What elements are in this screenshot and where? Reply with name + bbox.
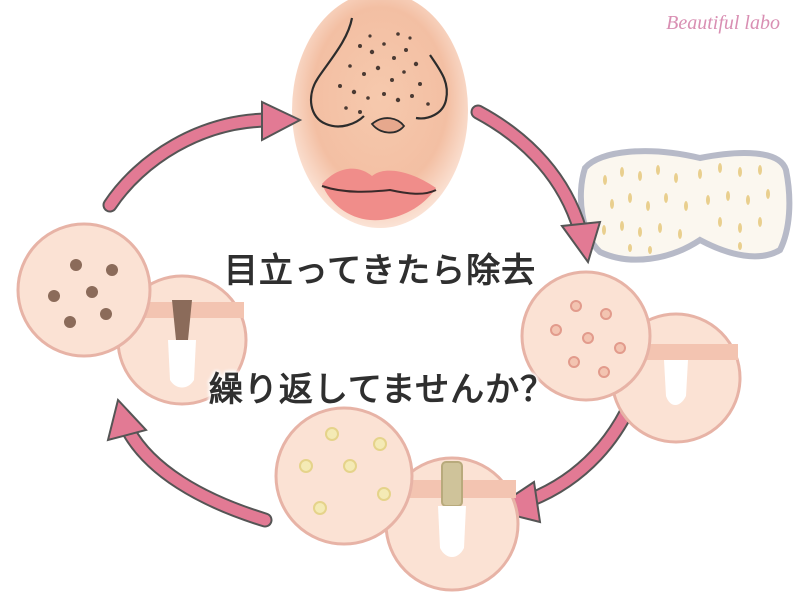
brand-watermark: Beautiful labo [666, 12, 780, 34]
pore-crosssection-dark [116, 274, 248, 406]
nose-illustration [292, 0, 468, 228]
skin-closeup-clean-pores [520, 270, 652, 402]
skin-closeup-sebum [274, 406, 414, 546]
skin-closeup-dark-pores [16, 222, 152, 358]
blackhead-dots [338, 32, 430, 114]
pore-crosssection-sebum [384, 456, 520, 592]
lips-illustration [321, 168, 437, 221]
headline-line-2: 繰り返してませんか？ [208, 370, 556, 410]
nose-strip-illustration [577, 148, 793, 263]
headline-line-1: 目立ってきたら除去 [223, 251, 537, 291]
